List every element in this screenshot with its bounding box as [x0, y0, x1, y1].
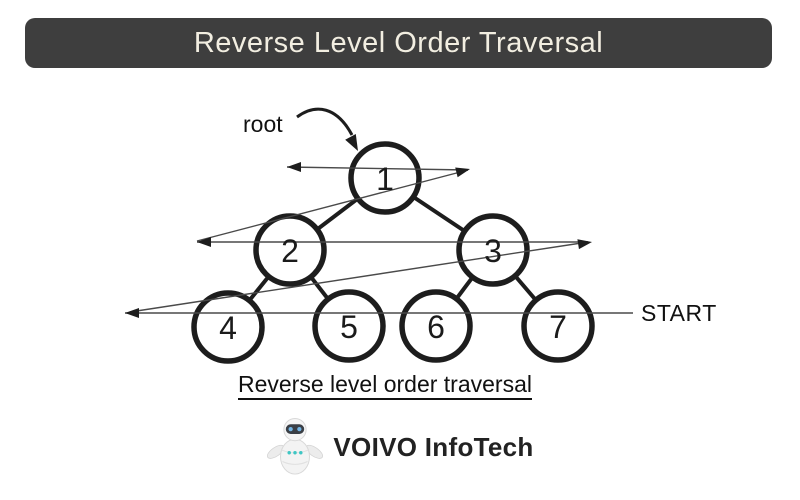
- tree-nodes: [191, 141, 595, 364]
- arrowhead-left-level2: [197, 237, 211, 247]
- page-title: Reverse Level Order Traversal: [193, 26, 604, 59]
- node-1-label: 1: [376, 161, 394, 197]
- arrowhead-right-level1: [455, 167, 470, 178]
- node-3-label: 3: [484, 233, 502, 269]
- traversal-line-level1: [286, 166, 469, 171]
- node-3-circle: [456, 213, 530, 287]
- root-arrowhead: [345, 134, 358, 151]
- brand-name: VOIVO InfoTech: [333, 431, 534, 462]
- robot-chest-dots: [287, 451, 303, 455]
- node-6-circle: [399, 289, 473, 363]
- caption-row: Reverse level order traversal: [0, 371, 770, 400]
- robot-body: [280, 438, 311, 475]
- node-2-label: 2: [281, 233, 299, 269]
- traversal-path: [125, 162, 633, 318]
- traversal-line-up-1: [129, 241, 589, 313]
- node-6-label: 6: [427, 309, 445, 345]
- robot-body-seam-bottom: [282, 461, 309, 465]
- node-5-label: 5: [340, 309, 358, 345]
- root-label: root: [243, 111, 283, 137]
- robot-eyes: [288, 426, 302, 432]
- brand-footer: VOIVO InfoTech: [0, 414, 800, 480]
- node-1-circle: [348, 141, 422, 215]
- node-7-circle: [521, 289, 595, 363]
- binary-tree-diagram: 1 2 3 4 5 6 7 root START: [125, 107, 717, 364]
- node-4-label: 4: [219, 310, 237, 346]
- node-4-circle: [191, 290, 265, 364]
- arrowhead-left-level3: [125, 308, 139, 318]
- root-pointer: root: [243, 107, 358, 151]
- robot-visor: [286, 424, 305, 434]
- node-7-label: 7: [549, 309, 567, 345]
- root-arrow-curve: [296, 107, 354, 136]
- start-label: START: [641, 300, 717, 326]
- robot-mascot-icon: [267, 418, 324, 475]
- arrowhead-left-level1: [287, 162, 301, 172]
- node-labels: 1 2 3 4 5 6 7: [219, 161, 567, 346]
- traversal-line-up-2: [196, 169, 469, 242]
- title-bar: Reverse Level Order Traversal: [25, 18, 772, 68]
- diagram-caption: Reverse level order traversal: [237, 371, 532, 400]
- node-5-circle: [312, 289, 386, 363]
- arrowhead-right-level2: [577, 239, 592, 250]
